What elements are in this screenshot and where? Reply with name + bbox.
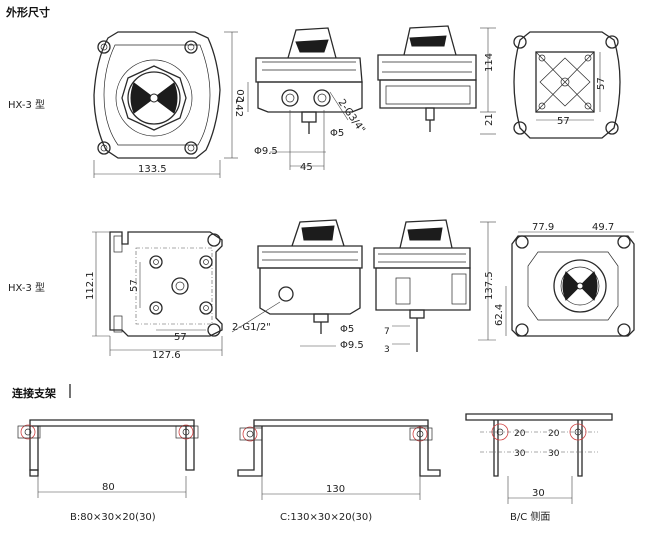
- dim-side1-20: 20: [236, 89, 247, 102]
- dim-side2-21: 21: [484, 113, 495, 126]
- dim-back-height: 112.1: [85, 271, 96, 300]
- dim-top-57h: 57: [557, 116, 570, 127]
- dim-side-20a: 20: [514, 429, 526, 439]
- side-view-1: 20 2-G3/4" Φ5 Φ9.5 45: [236, 27, 367, 173]
- model-label-row2: HX-3 型: [8, 281, 45, 294]
- dim-side-30b: 30: [548, 449, 560, 459]
- heading-bracket: 连接支架: [12, 386, 56, 400]
- dim-side-30a: 30: [514, 449, 526, 459]
- dim-side-20b: 20: [548, 429, 560, 439]
- dim-back-width: 127.6: [152, 350, 181, 361]
- dim-side3-phi95: Φ9.5: [340, 340, 364, 351]
- bracket-side-view: 20 20 30 30 30 B/C 侧面: [465, 413, 613, 523]
- dim-side4-3: 3: [384, 345, 390, 355]
- dim-top2-779: 77.9: [532, 222, 554, 233]
- caption-bracket-c: C:130×30×20(30): [280, 512, 372, 523]
- dim-side2-114: 114: [484, 53, 495, 72]
- dim-back-57v: 57: [129, 279, 140, 292]
- bracket-b: 80 B:80×30×20(30): [17, 419, 199, 523]
- dim-back-57h: 57: [174, 332, 187, 343]
- bracket-c: 130 C:130×30×20(30): [237, 419, 441, 523]
- front-view-top: 133.5 142: [93, 31, 244, 178]
- caption-bracket-b: B:80×30×20(30): [70, 512, 156, 523]
- dim-top2-624: 62.4: [494, 304, 505, 326]
- dim-front-width: 133.5: [138, 164, 167, 175]
- dim-side1-phi95: Φ9.5: [254, 146, 278, 157]
- caption-bracket-side: B/C 侧面: [510, 510, 550, 523]
- top-view-right-2: 77.9 49.7 62.4: [494, 222, 635, 337]
- dim-side-30w: 30: [532, 488, 545, 499]
- side-view-4: 137.5 7 3: [373, 219, 496, 355]
- dim-front-height: 142: [233, 98, 244, 117]
- dim-side4-137: 137.5: [484, 271, 495, 300]
- side-view-2: 114 21: [377, 25, 496, 135]
- top-view-right: 57 57: [513, 31, 621, 139]
- dim-top-57v: 57: [596, 77, 607, 90]
- heading-outline: 外形尺寸: [5, 5, 50, 19]
- dim-side3-thread: 2-G1/2": [232, 322, 271, 333]
- dim-side4-7: 7: [384, 327, 390, 337]
- dim-side1-phi5: Φ5: [330, 128, 344, 139]
- dim-top2-497: 49.7: [592, 222, 614, 233]
- model-label-row1: HX-3 型: [8, 98, 45, 111]
- back-view: 112.1 57 57 127.6: [85, 231, 223, 361]
- dim-bracket-b-width: 80: [102, 482, 115, 493]
- dim-bracket-c-width: 130: [326, 484, 345, 495]
- dim-side1-45: 45: [300, 162, 313, 173]
- side-view-3: 2-G1/2" Φ5 Φ9.5: [231, 219, 364, 351]
- dim-side3-phi5: Φ5: [340, 324, 354, 335]
